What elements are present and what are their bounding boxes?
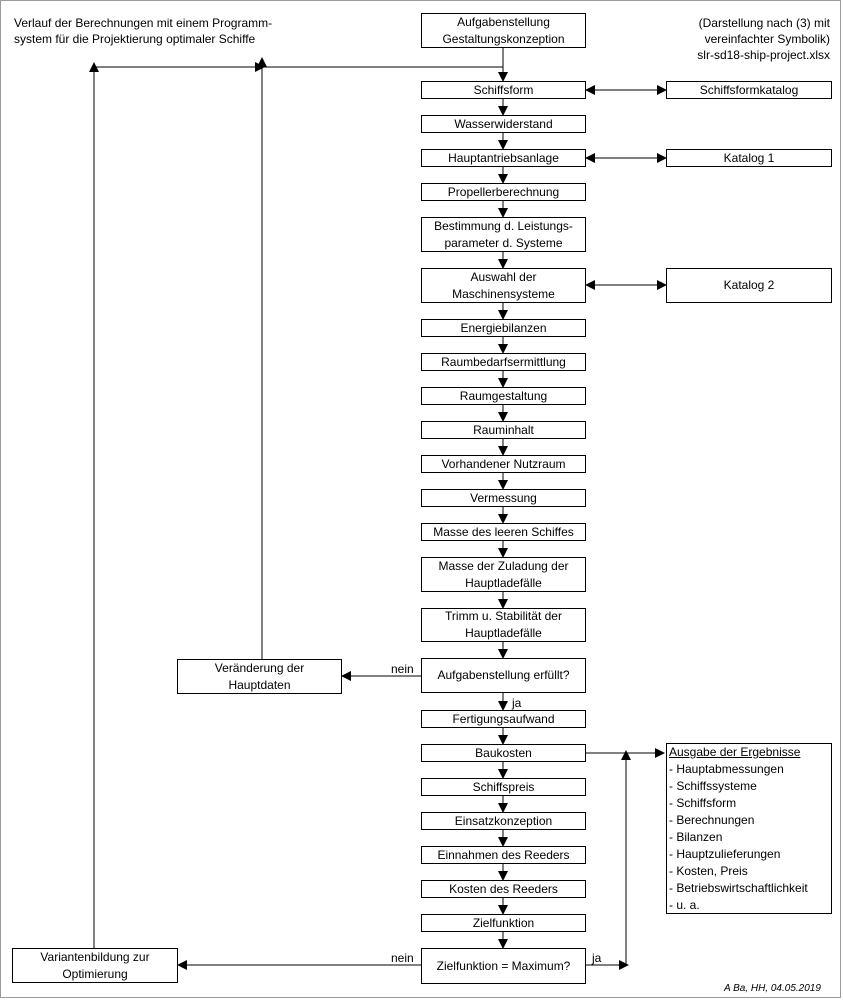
arrow-tip [255, 62, 265, 72]
step-zuladung: Masse der Zuladung der Hauptladefälle [421, 557, 586, 592]
label-nein: nein [391, 662, 414, 676]
step-masse-leer: Masse des leeren Schiffes [421, 523, 586, 541]
box-variantenbildung: Variantenbildung zur Optimierung [12, 948, 178, 983]
step-auswahl: Auswahl der Maschinensysteme [421, 268, 586, 303]
step-schiffspreis: Schiffspreis [421, 778, 586, 796]
arrow-tip [621, 750, 631, 760]
intro-text: Verlauf der Berechnungen mit einem Progr… [14, 16, 273, 46]
step-einsatzkonzeption: Einsatzkonzeption [421, 812, 586, 830]
output-item: - u. a. [669, 898, 700, 912]
decision-maximum: Zielfunktion = Maximum? [421, 948, 586, 984]
step-fertigungsaufwand: Fertigungsaufwand [421, 710, 586, 728]
arrow-tip [89, 62, 99, 72]
step-einnahmen: Einnahmen des Reeders [421, 846, 586, 864]
step-hauptantriebsanlage: Hauptantriebsanlage [421, 149, 586, 167]
catalog-2: Katalog 2 [666, 268, 832, 303]
step-energiebilanzen: Energiebilanzen [421, 319, 586, 337]
output-item: - Hauptabmessungen [669, 762, 784, 776]
credit-text: A Ba, HH, 04.05.2019 [724, 983, 821, 994]
source-note: (Darstellung nach (3) mit vereinfachter … [697, 16, 830, 62]
output-title: Ausgabe der Ergebnisse [669, 745, 801, 759]
label-ja: ja [512, 696, 522, 710]
step-propellerberechnung: Propellerberechnung [421, 183, 586, 201]
step-wasserwiderstand: Wasserwiderstand [421, 115, 586, 133]
step-raumbedarf: Raumbedarfsermittlung [421, 353, 586, 371]
step-baukosten: Baukosten [421, 744, 586, 762]
arrow-tip [619, 960, 629, 970]
label-ja: ja [592, 951, 602, 965]
step-nutzraum: Vorhandener Nutzraum [421, 455, 586, 473]
step-kosten: Kosten des Reeders [421, 880, 586, 898]
output-item: - Schiffssysteme [669, 779, 757, 793]
step-raumgestaltung: Raumgestaltung [421, 387, 586, 405]
step-schiffsform: Schiffsform [421, 81, 586, 99]
decision-erfuellt: Aufgabenstellung erfüllt? [421, 658, 586, 693]
step-bestimmung: Bestimmung d. Leistungs- parameter d. Sy… [421, 217, 586, 252]
step-aufgabenstellung: Aufgabenstellung Gestaltungskonzeption [421, 13, 586, 48]
output-item: - Berechnungen [669, 813, 755, 827]
step-vermessung: Vermessung [421, 489, 586, 507]
step-trimm: Trimm u. Stabilität der Hauptladefälle [421, 608, 586, 642]
output-item: - Schiffsform [669, 796, 737, 810]
catalog-schiffsform: Schiffsformkatalog [666, 81, 832, 99]
label-nein: nein [391, 951, 414, 965]
output-item: - Bilanzen [669, 830, 723, 844]
box-veraenderung: Veränderung der Hauptdaten [177, 659, 342, 694]
output-item: - Kosten, Preis [669, 864, 748, 878]
output-box: Ausgabe der Ergebnisse - Hauptabmessunge… [666, 743, 832, 914]
step-zielfunktion: Zielfunktion [421, 914, 586, 932]
step-rauminhalt: Rauminhalt [421, 421, 586, 439]
output-item: - Hauptzulieferungen [669, 847, 781, 861]
output-item: - Betriebswirtschaftlichkeit [669, 881, 808, 895]
catalog-1: Katalog 1 [666, 149, 832, 167]
